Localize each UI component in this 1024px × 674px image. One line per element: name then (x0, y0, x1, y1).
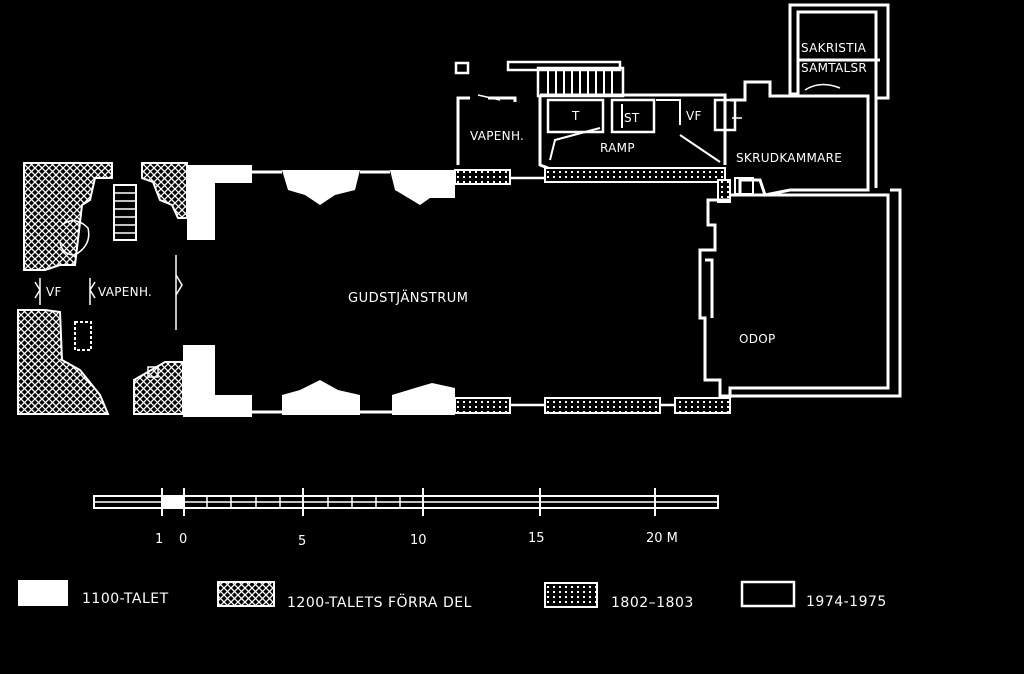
tower-stair (113, 184, 137, 241)
st-room (610, 98, 656, 134)
south-wall-1802-c (674, 397, 731, 414)
legend-label-1974: 1974-1975 (806, 594, 887, 610)
legend-label-1802: 1802–1803 (611, 595, 694, 611)
nave-walls (183, 165, 455, 417)
wall-1802-joins (510, 176, 675, 407)
skrudkammare-box (734, 177, 754, 195)
additions-1974 (454, 3, 902, 398)
label-ramp: RAMP (600, 141, 635, 155)
nave-south-pier-2 (392, 383, 455, 415)
east-wall-1802 (717, 179, 731, 203)
west-tower (17, 162, 188, 415)
scale-tick-5: 5 (298, 534, 306, 549)
label-vapenhus-north: VAPENH. (470, 129, 524, 143)
legend-label-1200: 1200-TALETS FÖRRA DEL (287, 593, 472, 611)
nave-north-pier-1 (282, 170, 360, 205)
legend-swatch-1100 (18, 580, 68, 606)
tower-spiral-stair (59, 219, 90, 256)
label-vf-north: VF (686, 109, 702, 123)
vf-door-left (34, 278, 41, 305)
nave-west-wall-south (183, 345, 252, 417)
tower-wall-nw (23, 162, 113, 271)
legend-swatch-1974 (740, 580, 796, 608)
scale-bar: 1 0 5 10 15 20 M (93, 488, 719, 549)
label-samtalsrum: SAMTALSR (801, 61, 867, 75)
label-odop: ODOP (739, 332, 776, 346)
vapenh-door-left (89, 278, 96, 305)
scale-bar-first-meter (162, 496, 184, 508)
label-st: ST (624, 111, 640, 125)
legend-label-1100: 1100-TALET (82, 591, 169, 607)
nave-west-wall-north (187, 165, 252, 240)
scale-tick-15: 15 (528, 531, 545, 546)
label-skrudkammare: SKRUDKAMMARE (736, 151, 842, 165)
st-room-inner (621, 99, 681, 128)
label-vf-left: VF (46, 285, 62, 299)
scale-tick-20m: 20 M (646, 531, 678, 546)
tower-wall-sw (17, 309, 110, 415)
north-wall-1802-b (544, 167, 726, 183)
label-t: T (571, 109, 580, 123)
sakristia-outline (788, 3, 890, 100)
south-wall-1802-b (544, 397, 661, 414)
tower-stair-treads (114, 192, 136, 234)
label-sakristia: SAKRISTIA (801, 41, 867, 55)
vf-north-door (732, 108, 742, 128)
sakristia-door (804, 83, 841, 91)
north-small-square (454, 61, 470, 75)
ramp-slope (549, 127, 721, 163)
t-room (546, 98, 605, 134)
legend-swatch-1802 (544, 582, 598, 608)
nave-north-pier-2 (390, 170, 455, 205)
scale-tick-1: 1 (155, 532, 163, 547)
north-porch (456, 96, 517, 165)
north-steps (536, 66, 625, 98)
skrudkammare-outline (730, 80, 870, 197)
north-wall-1802-a (454, 169, 511, 185)
scale-bar-major-ticks (161, 488, 656, 516)
extension-1802 (454, 167, 731, 414)
legend: 1100-TALET 1200-TALETS FÖRRA DEL 1802–18… (18, 580, 887, 611)
tower-opening (74, 321, 92, 351)
label-vapenhus-west: VAPENH. (98, 285, 152, 299)
odop-outline (698, 188, 902, 398)
room-labels: VF VAPENH. GUDSTJÄNSTRUM VAPENH. T ST VF… (46, 41, 867, 346)
label-gudstjanstrum: GUDSTJÄNSTRUM (348, 290, 468, 306)
north-step-treads (547, 70, 613, 94)
tower-east-door (175, 255, 183, 330)
south-wall-1802-a (454, 397, 511, 414)
north-porch-door (477, 94, 501, 101)
scale-bar-subdivisions (206, 496, 401, 508)
north-entrance-wall (506, 60, 622, 72)
legend-swatch-1200 (217, 581, 275, 607)
odop-inner-wall (705, 258, 714, 318)
nave-south-pier-1 (282, 380, 360, 415)
tower-small-box (147, 366, 159, 378)
scale-tick-10: 10 (410, 533, 427, 548)
tower-wall-ne (141, 162, 188, 219)
scale-tick-0: 0 (179, 532, 187, 547)
